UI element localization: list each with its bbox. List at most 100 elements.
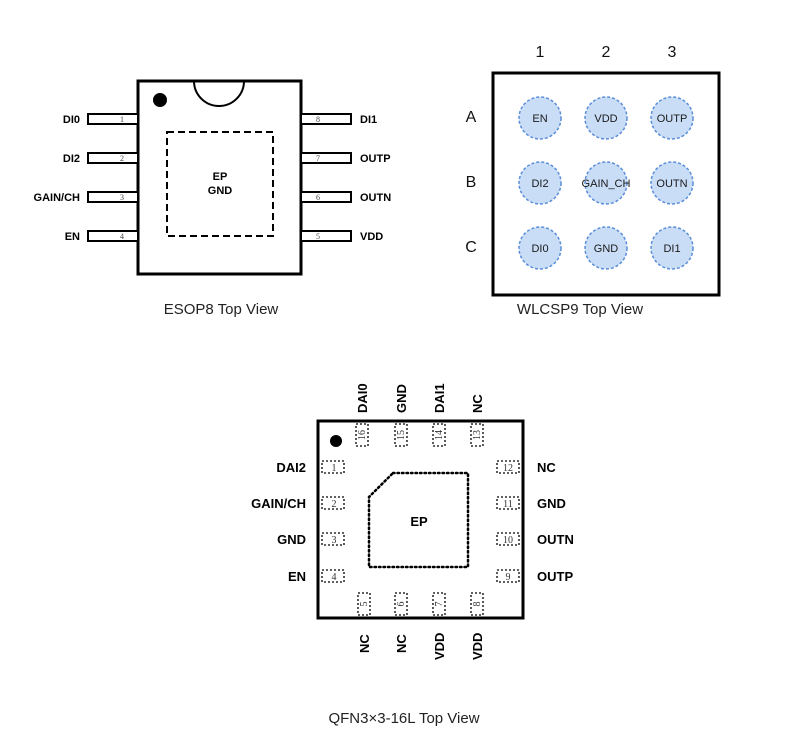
qfn-pin-label: EN <box>288 569 306 584</box>
qfn-pin: 16 DAI0 <box>355 383 370 447</box>
esop8-pin-label: DI2 <box>63 153 80 165</box>
esop8-pin-label: DI1 <box>360 114 377 126</box>
qfn-pad <box>470 423 484 447</box>
qfn-pad <box>321 496 345 510</box>
qfn-pin-label: NC <box>357 634 372 653</box>
qfn-pin: 10 OUTN <box>496 532 574 547</box>
esop8-pin: 1 DI0 <box>63 113 139 126</box>
qfn-pad <box>496 569 520 583</box>
esop8-pin: 5 VDD <box>300 230 383 243</box>
esop8-pin: 8 DI1 <box>300 113 377 126</box>
qfn-package: EP 16 DAI0 15 GND 14 DAI1 13 NC 1 DAI2 <box>251 383 574 727</box>
qfn-pad <box>496 460 520 474</box>
esop8-pin-lead <box>300 113 352 125</box>
wlcsp9-ball: VDD <box>584 96 628 140</box>
qfn-pin-number: 8 <box>472 602 483 607</box>
qfn-pin-number: 4 <box>332 572 337 583</box>
qfn-pin-label: NC <box>394 634 409 653</box>
wlcsp9-ball-circle <box>518 161 562 205</box>
esop8-pin-label: DI0 <box>63 114 80 126</box>
wlcsp9-ball-label: VDD <box>594 113 617 125</box>
qfn-pad <box>355 423 369 447</box>
qfn-pin: 7 VDD <box>432 592 447 660</box>
qfn-pin: 11 GND <box>496 496 566 511</box>
wlcsp9-package: 1 2 3 A B C EN VDD OUTP DI2 GAIN_CH <box>465 44 721 318</box>
qfn-pad <box>496 532 520 546</box>
qfn-pin-number: 2 <box>332 499 337 510</box>
qfn-pin: 14 DAI1 <box>432 383 447 447</box>
wlcsp9-ball: OUTP <box>650 96 694 140</box>
qfn-pad <box>394 592 408 616</box>
esop8-ep-label: EP <box>213 171 228 183</box>
wlcsp9-ball: DI2 <box>518 161 562 205</box>
qfn-pin-label: GND <box>537 496 566 511</box>
qfn-pad <box>432 592 446 616</box>
qfn-pin: 4 EN <box>288 569 345 584</box>
wlcsp9-ball-circle <box>650 96 694 140</box>
qfn-pin-label: DAI0 <box>355 383 370 413</box>
wlcsp9-ball-circle <box>518 96 562 140</box>
qfn-pad <box>394 423 408 447</box>
esop8-pin: 6 OUTN <box>300 191 391 204</box>
wlcsp9-row-label: C <box>465 239 477 256</box>
qfn-pin: 5 NC <box>357 592 372 653</box>
wlcsp9-ball: OUTN <box>650 161 694 205</box>
qfn-pin-number: 6 <box>396 602 407 607</box>
qfn-exposed-pad <box>367 471 470 569</box>
wlcsp9-ball-label: GAIN_CH <box>582 178 631 190</box>
qfn-pin-label: OUTN <box>537 532 574 547</box>
qfn-pin-label: GND <box>277 532 306 547</box>
esop8-pin-number: 2 <box>120 154 124 163</box>
wlcsp9-ball: DI0 <box>518 226 562 270</box>
wlcsp9-row-label: A <box>466 109 477 126</box>
qfn-pin-label: GND <box>394 384 409 413</box>
esop8-package: EP GND 1 DI0 2 DI2 3 GAIN/CH 4 EN 8 DI1 <box>34 79 391 318</box>
esop8-pin-lead <box>300 191 352 203</box>
esop8-pin-lead <box>300 230 352 242</box>
esop8-pin-label: OUTN <box>360 192 391 204</box>
qfn-pin-number: 9 <box>506 572 511 583</box>
wlcsp9-ball-circle <box>584 96 628 140</box>
qfn-pin-number: 5 <box>359 602 370 607</box>
qfn-pin: 3 GND <box>277 532 345 547</box>
esop8-pin: 2 DI2 <box>63 152 139 165</box>
qfn-pin-label: GAIN/CH <box>251 496 306 511</box>
qfn-pin-number: 1 <box>332 463 337 474</box>
wlcsp9-ball-label: OUTP <box>657 113 688 125</box>
qfn-pin-number: 13 <box>472 430 483 440</box>
qfn-pin-number: 3 <box>332 535 337 546</box>
wlcsp9-column-label: 2 <box>602 44 611 61</box>
esop8-pin-number: 5 <box>316 232 320 241</box>
qfn-ep-label: EP <box>410 514 428 529</box>
qfn-pin: 15 GND <box>394 384 409 447</box>
wlcsp9-ball-circle <box>584 226 628 270</box>
wlcsp9-column-label: 3 <box>668 44 677 61</box>
wlcsp9-ball-label: OUTN <box>656 178 687 190</box>
qfn-pin-number: 16 <box>357 430 368 440</box>
wlcsp9-ball-circle <box>584 161 628 205</box>
esop8-pin-label: GAIN/CH <box>34 192 81 204</box>
esop8-pin: 4 EN <box>65 230 139 243</box>
wlcsp9-ball-circle <box>650 226 694 270</box>
qfn-pin-number: 11 <box>503 499 513 510</box>
esop8-pin-number: 7 <box>316 154 320 163</box>
esop8-body <box>136 79 303 276</box>
esop8-pin: 7 OUTP <box>300 152 391 165</box>
esop8-pin-label: VDD <box>360 231 383 243</box>
qfn-pin-label: VDD <box>470 633 485 660</box>
qfn-pin-label: NC <box>470 394 485 413</box>
esop8-pin: 3 GAIN/CH <box>34 191 139 204</box>
qfn-pad <box>357 592 371 616</box>
qfn-pin-label: NC <box>537 460 556 475</box>
esop8-pin-label: EN <box>65 231 80 243</box>
qfn-pin-label: DAI2 <box>276 460 306 475</box>
esop8-ep-gnd-label: GND <box>208 185 233 197</box>
qfn-pin: 12 NC <box>496 460 556 475</box>
wlcsp9-ball-label: DI0 <box>531 243 548 255</box>
esop8-pin-lead <box>87 113 139 125</box>
wlcsp9-caption: WLCSP9 Top View <box>517 301 643 318</box>
wlcsp9-ball-circle <box>518 226 562 270</box>
qfn-pin: 9 OUTP <box>496 569 573 584</box>
qfn-pin: 2 GAIN/CH <box>251 496 345 511</box>
